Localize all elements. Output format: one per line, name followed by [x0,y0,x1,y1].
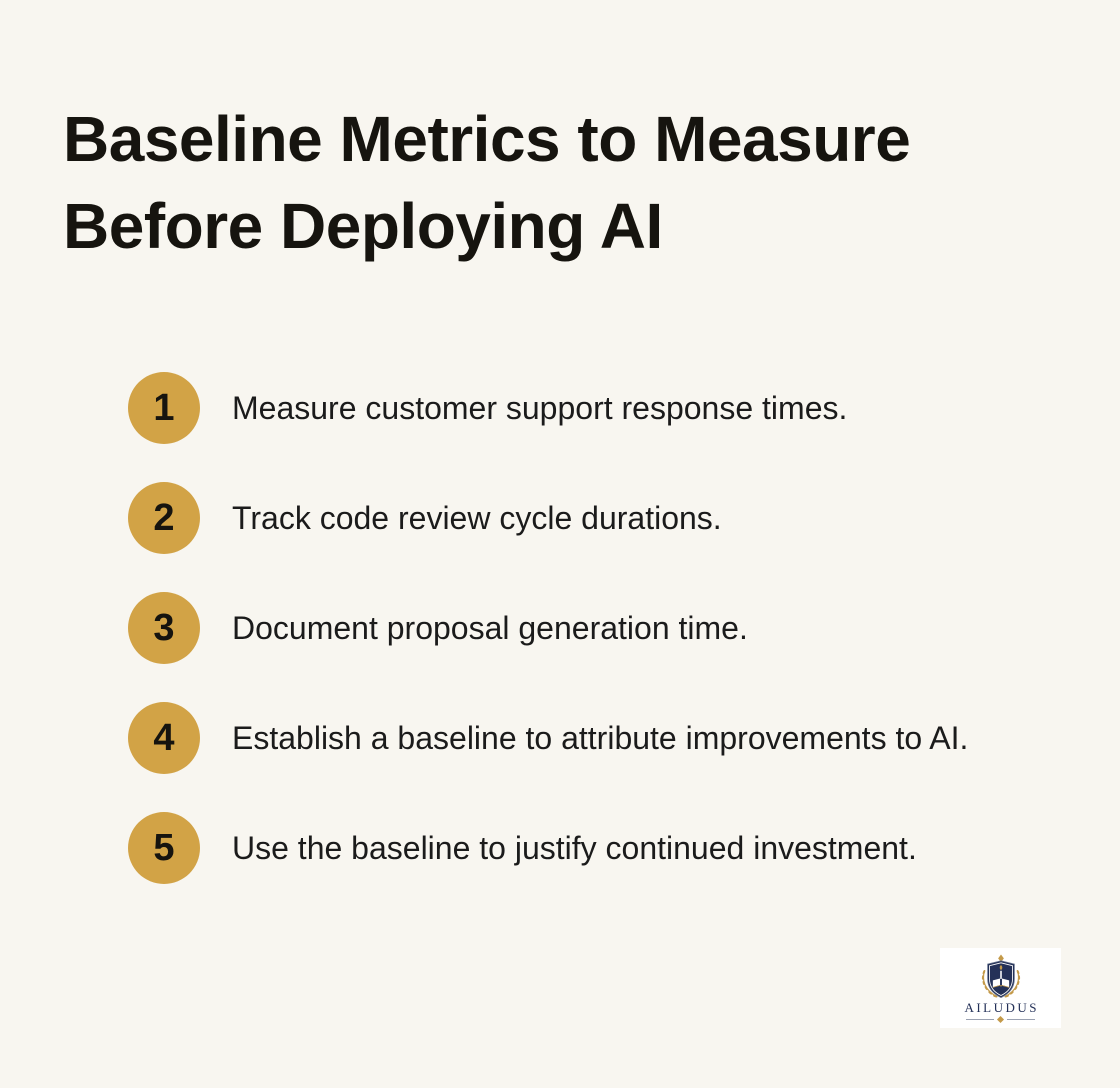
step-3-number-badge: 3 [128,592,200,664]
step-2-number-badge: 2 [128,482,200,554]
brand-name: AILUDUS [964,1000,1040,1015]
step-4-number-badge: 4 [128,702,200,774]
step-4-text: Establish a baseline to attribute improv… [232,719,969,756]
page-title: Baseline Metrics to Measure Before Deplo… [63,96,911,270]
brand-divider [966,1015,1035,1024]
brand-logo: AILUDUS [940,948,1061,1028]
list-item-2: 2 Track code review cycle durations. [128,482,968,554]
numbered-list: 1 Measure customer support response time… [128,372,968,922]
list-item-3: 3 Document proposal generation time. [128,592,968,664]
page-title-line-2: Before Deploying AI [63,190,663,262]
step-1-text: Measure customer support response times. [232,389,848,426]
step-3-text: Document proposal generation time. [232,609,748,646]
divider-rule-right [1007,1019,1035,1020]
diamond-icon [996,1015,1005,1024]
step-5-number-badge: 5 [128,812,200,884]
step-1-number-badge: 1 [128,372,200,444]
shield-book-torch-laurel-icon [981,954,1020,999]
step-5-text: Use the baseline to justify continued in… [232,829,917,866]
list-item-4: 4 Establish a baseline to attribute impr… [128,702,968,774]
step-2-text: Track code review cycle durations. [232,499,722,536]
divider-rule-left [966,1019,994,1020]
page-title-line-1: Baseline Metrics to Measure [63,103,911,175]
list-item-5: 5 Use the baseline to justify continued … [128,812,968,884]
list-item-1: 1 Measure customer support response time… [128,372,968,444]
